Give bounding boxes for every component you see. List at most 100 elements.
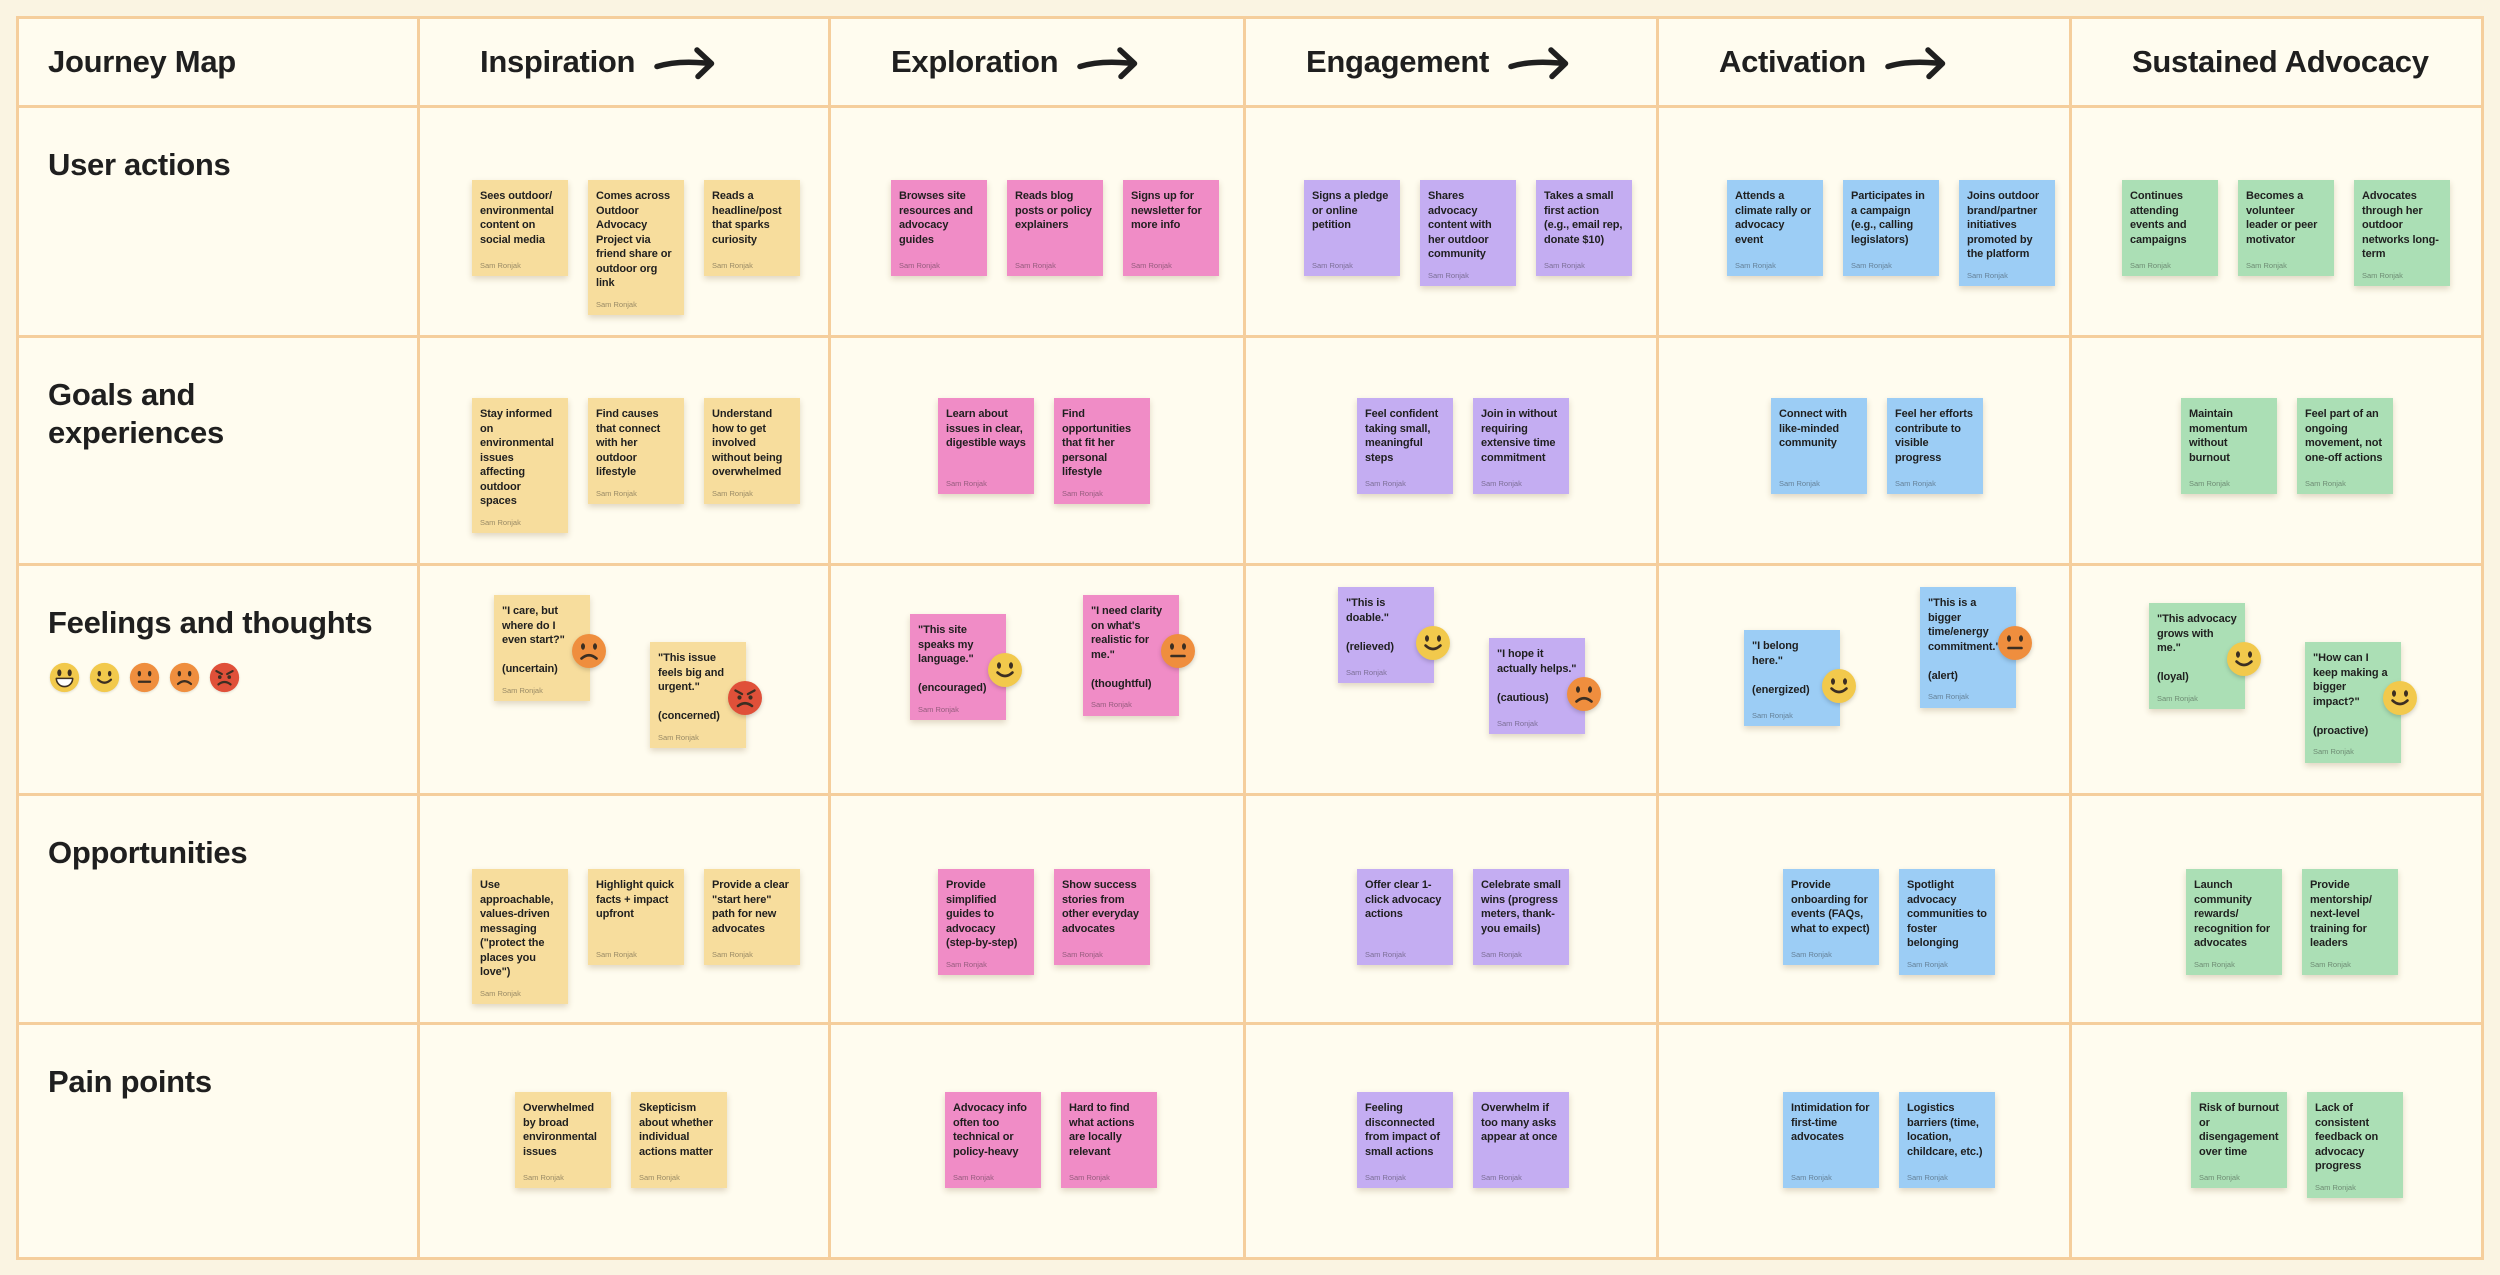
row-label[interactable]: Feelings and thoughts [48,605,373,640]
frowning-face-icon[interactable] [1566,676,1602,712]
sticky-note[interactable]: Celebrate small wins (progress meters, t… [1473,869,1569,965]
smiling-face-icon[interactable] [2226,641,2262,677]
stage-arrow-icon[interactable] [1507,45,1581,81]
sticky-note[interactable]: "This advocacy grows with me." (loyal)Sa… [2149,603,2261,710]
frowning-face-icon[interactable] [571,633,607,669]
sticky-note[interactable]: Advocacy info often too technical or pol… [945,1092,1041,1188]
sticky-note[interactable]: Advocates through her outdoor networks l… [2354,180,2450,287]
sticky-note[interactable]: Join in without requiring extensive time… [1473,398,1569,494]
sticky-note-text: Reads blog posts or policy explainers [1015,190,1092,232]
sticky-note-text: Feel her efforts contribute to visible p… [1895,408,1973,464]
row-label[interactable]: Pain points [48,1064,212,1099]
sticky-note[interactable]: Hard to find what actions are locally re… [1061,1092,1157,1188]
sticky-note[interactable]: Reads a headline/post that sparks curios… [704,180,800,276]
sticky-note[interactable]: Attends a climate rally or advocacy even… [1727,180,1823,276]
sticky-note[interactable]: Participates in a campaign (e.g., callin… [1843,180,1939,276]
neutral-face-icon[interactable] [129,662,160,693]
sticky-note[interactable]: Learn about issues in clear, digestible … [938,398,1034,494]
sticky-note[interactable]: Provide mentorship/ next-level training … [2302,869,2398,976]
sticky-note[interactable]: Stay informed on environmental issues af… [472,398,568,534]
sticky-note[interactable]: Shares advocacy content with her outdoor… [1420,180,1516,287]
sticky-note[interactable]: "I belong here." (energized)Sam Ronjak [1744,630,1856,726]
sticky-note[interactable]: Comes across Outdoor Advocacy Project vi… [588,180,684,316]
sticky-note[interactable]: Find opportunities that fit her personal… [1054,398,1150,505]
board-title[interactable]: Journey Map [48,44,236,80]
sticky-note[interactable]: Understand how to get involved without b… [704,398,800,505]
sticky-note[interactable]: "I need clarity on what's realistic for … [1083,595,1195,716]
sticky-note[interactable]: Use approachable, values-driven messagin… [472,869,568,1005]
sticky-note[interactable]: "I hope it actually helps." (cautious)Sa… [1489,638,1601,734]
sticky-note[interactable]: Show success stories from other everyday… [1054,869,1150,965]
sticky-note[interactable]: "How can I keep making a bigger impact?"… [2305,642,2417,763]
neutral-face-icon[interactable] [1160,633,1196,669]
sticky-author-name: Sam Ronjak [480,517,521,527]
stage-title[interactable]: Exploration [891,44,1059,80]
journey-map-board: Journey Map Inspiration Exploration Engagem… [16,16,2484,1260]
sticky-note[interactable]: Overwhelmed by broad environmental issue… [515,1092,611,1188]
stage-arrow-icon[interactable] [653,45,727,81]
sticky-note[interactable]: "This is doable." (relieved)Sam Ronjak [1338,587,1450,683]
sticky-note[interactable]: Provide a clear "start here" path for ne… [704,869,800,965]
sticky-note[interactable]: Provide onboarding for events (FAQs, wha… [1783,869,1879,965]
sticky-note[interactable]: Overwhelm if too many asks appear at onc… [1473,1092,1569,1188]
sticky-note[interactable]: Joins outdoor brand/partner initiatives … [1959,180,2055,287]
sticky-note[interactable]: Browses site resources and advocacy guid… [891,180,987,276]
angry-face-icon[interactable] [209,662,240,693]
frowning-face-icon[interactable] [169,662,200,693]
sticky-author-name: Sam Ronjak [1091,700,1132,710]
row-label[interactable]: User actions [48,147,231,182]
sticky-note-text: Advocates through her outdoor networks l… [2362,190,2439,261]
sticky-note[interactable]: Sees outdoor/ environmental content on s… [472,180,568,276]
sticky-note[interactable]: Find causes that connect with her outdoo… [588,398,684,505]
sticky-note[interactable]: "I care, but where do I even start?" (un… [494,595,606,702]
journey-cell: Feel confident taking small, meaningful … [1246,338,1659,566]
grinning-face-icon[interactable] [49,662,80,693]
sticky-note[interactable]: Feel her efforts contribute to visible p… [1887,398,1983,494]
stage-title[interactable]: Inspiration [480,44,636,80]
stage-title[interactable]: Activation [1719,44,1866,80]
sticky-note[interactable]: Feeling disconnected from impact of smal… [1357,1092,1453,1188]
smiling-face-icon[interactable] [89,662,120,693]
smiling-face-icon[interactable] [1821,668,1857,704]
stage-arrow-icon[interactable] [1076,45,1150,81]
sticky-note[interactable]: Launch community rewards/ recognition fo… [2186,869,2282,976]
row-label[interactable]: Goals and experiences [48,377,224,450]
sticky-note[interactable]: "This site speaks my language." (encoura… [910,614,1022,721]
sticky-note[interactable]: Feel confident taking small, meaningful … [1357,398,1453,494]
stage-header: Engagement [1306,43,1581,81]
sticky-note[interactable]: Becomes a volunteer leader or peer motiv… [2238,180,2334,276]
sticky-note[interactable]: Feel part of an ongoing movement, not on… [2297,398,2393,494]
angry-face-icon[interactable] [727,680,763,716]
sticky-note[interactable]: Takes a small first action (e.g., email … [1536,180,1632,276]
smiling-face-icon[interactable] [2382,680,2418,716]
smiling-face-icon[interactable] [987,652,1023,688]
sticky-note[interactable]: "This issue feels big and urgent." (conc… [650,642,762,749]
sticky-note[interactable]: Continues attending events and campaigns… [2122,180,2218,276]
sticky-author-name: Sam Ronjak [1069,1172,1110,1182]
stage-title[interactable]: Sustained Advocacy [2132,44,2429,80]
sticky-author-name: Sam Ronjak [712,260,753,270]
journey-cell: Attends a climate rally or advocacy even… [1659,108,2072,338]
sticky-note[interactable]: Provide simplified guides to advocacy (s… [938,869,1034,976]
smiling-face-icon[interactable] [1415,625,1451,661]
sticky-note[interactable]: Risk of burnout or disengagement over ti… [2191,1092,2287,1188]
sticky-author-name: Sam Ronjak [918,704,959,714]
sticky-note[interactable]: Skepticism about whether individual acti… [631,1092,727,1188]
stage-title[interactable]: Engagement [1306,44,1490,80]
sticky-note[interactable]: "This is a bigger time/energy commitment… [1920,587,2032,708]
sticky-note[interactable]: Spotlight advocacy communities to foster… [1899,869,1995,976]
neutral-face-icon[interactable] [1997,625,2033,661]
stage-arrow-icon[interactable] [1884,45,1958,81]
sticky-note[interactable]: Lack of consistent feedback on advocacy … [2307,1092,2403,1199]
sticky-note[interactable]: Logistics barriers (time, location, chil… [1899,1092,1995,1188]
row-label[interactable]: Opportunities [48,835,248,870]
